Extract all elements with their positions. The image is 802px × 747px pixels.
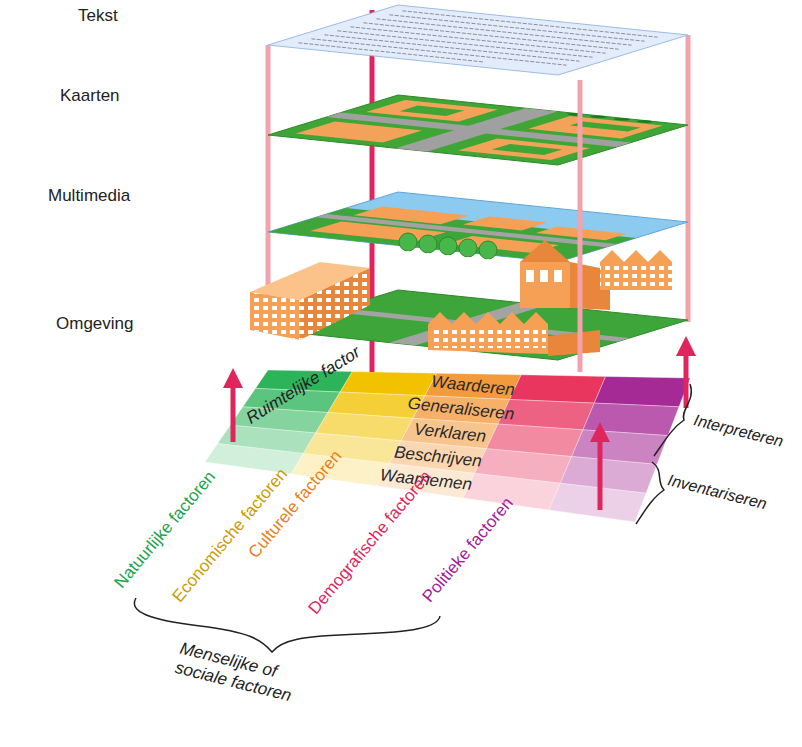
bracket-label: Interpreteren [692,411,785,451]
buildings [250,233,672,356]
group-label: Menselijke of sociale factoren [173,639,313,710]
grid-cell [340,372,437,396]
multimedia-plane [268,192,688,262]
layer-label: Multimedia [48,186,130,206]
map-plane [268,95,689,165]
up-arrow [231,378,236,442]
grid-cell [205,444,303,474]
up-arrow [684,346,689,408]
bracket-label: Inventariseren [666,471,769,513]
layer-label: Tekst [78,6,118,26]
layer-label: Kaarten [60,86,120,106]
post [578,80,583,372]
brace [654,384,691,456]
grid-cell [510,375,606,403]
brace [636,462,664,524]
factor-label: Politieke factoren [419,494,518,606]
factor-label: Demografische factoren [305,467,436,618]
layer-label: Omgeving [56,314,133,334]
grid-cell [594,376,690,406]
post [686,35,691,322]
up-arrow [598,432,603,510]
text-plane [268,5,688,75]
